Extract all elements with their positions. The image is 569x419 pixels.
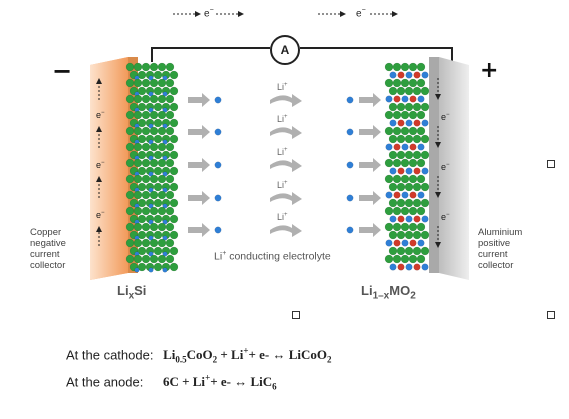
li-ion-label-1: Li+ bbox=[277, 82, 288, 92]
left-electron-label-2: e− bbox=[96, 160, 105, 170]
right-electron-label-1: e− bbox=[441, 112, 450, 122]
left-collector-line: negative bbox=[30, 238, 66, 249]
positive-sign: + bbox=[480, 58, 499, 83]
right-collector-line: current bbox=[478, 249, 508, 260]
resize-handle-bottom-right[interactable] bbox=[547, 311, 555, 319]
negative-sign: − bbox=[52, 57, 73, 85]
left-collector-line: Copper bbox=[30, 227, 62, 238]
cathode-lattice bbox=[384, 62, 430, 271]
left-electron-label-3: e− bbox=[96, 210, 105, 220]
li-ion-label-2: Li+ bbox=[277, 114, 288, 124]
anode-lattice bbox=[125, 62, 179, 273]
ammeter-symbol: A bbox=[270, 35, 300, 65]
li-ion-label-3: Li+ bbox=[277, 147, 288, 157]
electrolyte-label: Li+ conducting electrolyte bbox=[214, 250, 331, 263]
resize-handle-mid-right[interactable] bbox=[547, 160, 555, 168]
left-collector-line: collector bbox=[30, 260, 66, 271]
right-collector-line: Aluminium bbox=[478, 227, 523, 238]
li-ion-label-4: Li+ bbox=[277, 180, 288, 190]
anode-material-label: LixSi bbox=[117, 283, 147, 302]
right-electron-label-2: e− bbox=[441, 162, 450, 172]
top-electron-label-right: e− bbox=[356, 7, 366, 20]
left-electron-label-1: e− bbox=[96, 110, 105, 120]
cathode-equation: At the cathode: Li0.5CoO2 + Li++ e- ↔ Li… bbox=[66, 346, 332, 365]
anode-equation: At the anode: 6C + Li++ e- ↔ LiC6 bbox=[66, 373, 277, 392]
cathode-material-label: Li1–xMO2 bbox=[361, 283, 416, 302]
right-collector-line: collector bbox=[478, 260, 514, 271]
left-collector-line: current bbox=[30, 249, 60, 260]
aluminium-collector bbox=[429, 57, 469, 280]
right-electron-label-3: e− bbox=[441, 212, 450, 222]
resize-handle-bottom-center[interactable] bbox=[292, 311, 300, 319]
right-collector-line: positive bbox=[478, 238, 511, 249]
li-ion-label-5: Li+ bbox=[277, 212, 288, 222]
top-electron-label-left: e− bbox=[204, 7, 214, 20]
